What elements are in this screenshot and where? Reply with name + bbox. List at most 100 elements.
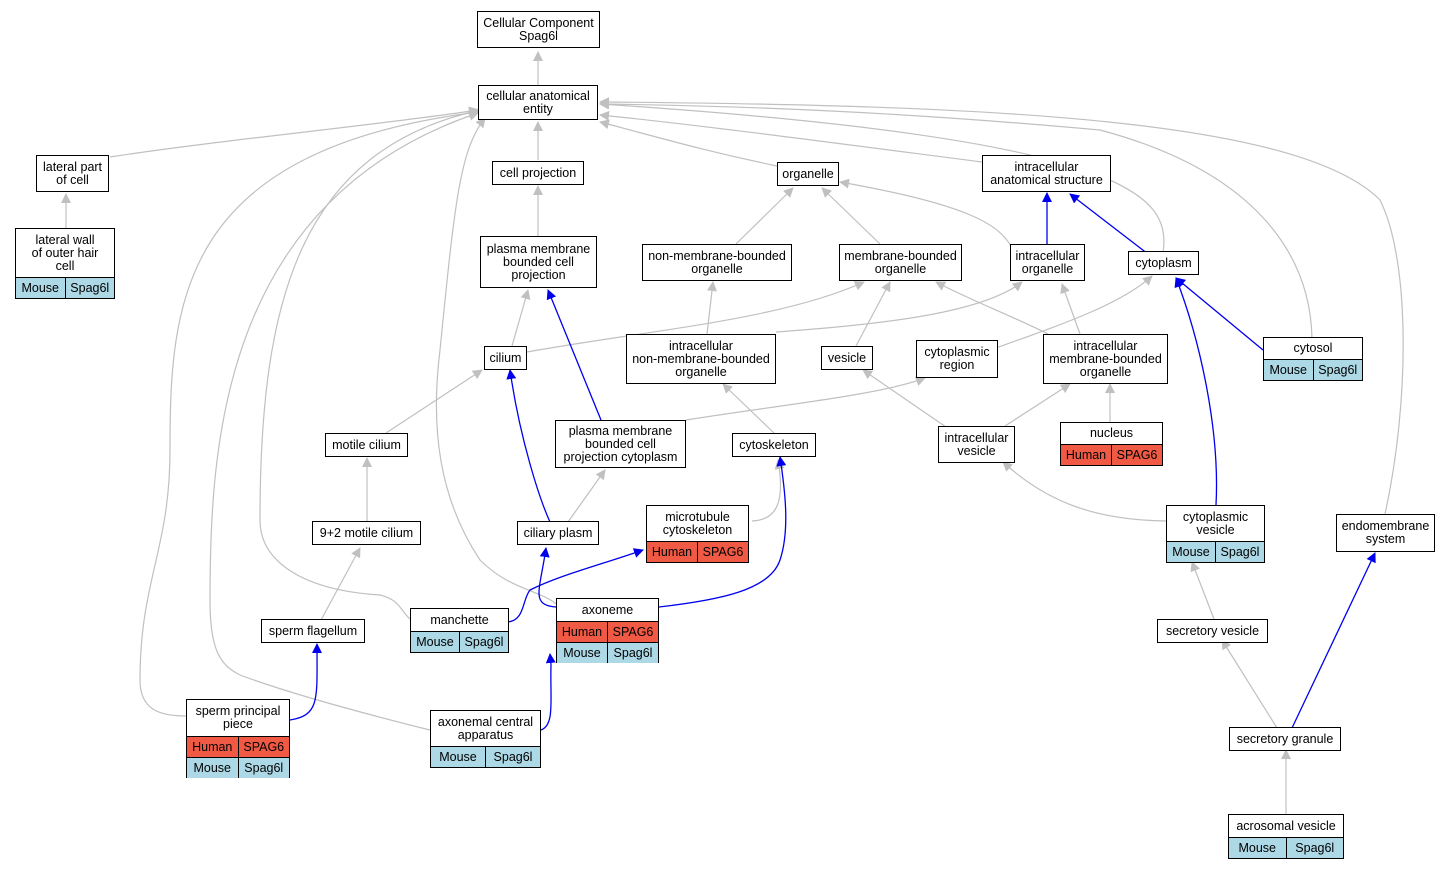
gene-cell: Spag6l [64, 278, 114, 298]
node-cilium[interactable]: cilium [484, 346, 527, 370]
node-organelle[interactable]: organelle [777, 162, 839, 186]
node-label: ciliary plasm [523, 525, 593, 540]
species-cell: Human [647, 542, 697, 562]
node-label: entity [523, 101, 553, 116]
edge-is-a [567, 469, 606, 523]
node-label: projection [511, 267, 566, 282]
node-label: organelle [782, 166, 834, 181]
edge-part-of [506, 369, 551, 523]
gene-cell: SPAG6 [607, 622, 658, 642]
node-label: Cellular Component [483, 15, 594, 30]
node-secretory-granule[interactable]: secretory granule [1229, 727, 1341, 751]
node-label: secretory vesicle [1165, 623, 1260, 638]
node-label: secretory granule [1236, 731, 1334, 746]
node-label: cellular anatomical [486, 88, 590, 103]
gene-cell: Spag6l [1215, 542, 1264, 562]
node-label: non-membrane-bounded [648, 248, 786, 263]
edge-is-a [435, 117, 557, 605]
node-label: system [1365, 532, 1406, 546]
edge-part-of [289, 643, 323, 721]
node-vesicle[interactable]: vesicle [821, 346, 873, 370]
species-cell: Mouse [411, 632, 459, 652]
edge-is-a [1060, 283, 1081, 335]
edge-is-a [385, 369, 483, 434]
edge-is-a [511, 289, 531, 347]
gene-cell: SPAG6 [237, 737, 289, 757]
edge-is-a [139, 108, 479, 717]
node-label: plasma membrane [486, 241, 591, 256]
node-label: axoneme [581, 602, 634, 617]
node-label: manchette [430, 612, 489, 627]
node-label: motile cilium [332, 437, 401, 452]
node-label: of cell [56, 172, 89, 187]
node-secretory-vesicle[interactable]: secretory vesicle [1157, 619, 1268, 643]
node-cell-projection[interactable]: cell projection [492, 161, 584, 185]
node-label: sperm principal [195, 704, 281, 718]
edge-is-a [989, 275, 1153, 351]
node-9-2-motile-cilium[interactable]: 9+2 motile cilium [312, 521, 421, 545]
node-sperm-flagellum[interactable]: sperm flagellum [261, 619, 365, 643]
node-label: Spag6l [519, 28, 558, 43]
node-label: cell [55, 258, 75, 273]
edge-is-a [599, 119, 778, 167]
node-cytoplasm[interactable]: cytoplasm [1128, 251, 1199, 275]
node-ciliary-plasm[interactable]: ciliary plasm [517, 521, 599, 545]
gene-cell: Spag6l [485, 747, 540, 767]
edge-part-of [538, 547, 557, 608]
node-label: intracellular [1073, 338, 1138, 353]
edge-is-a [599, 97, 1404, 515]
node-label: plasma membrane [568, 423, 673, 438]
node-label: cytoplasm [1135, 255, 1192, 270]
edge-part-of [546, 289, 602, 421]
node-motile-cilium[interactable]: motile cilium [325, 433, 408, 457]
edge-is-a [1004, 383, 1071, 427]
edge-part-of [1174, 277, 1218, 506]
node-label: cytoplasmic [1182, 509, 1249, 524]
species-cell: Mouse [1229, 838, 1286, 858]
edge-is-a [935, 281, 1049, 335]
node-cytoskeleton[interactable]: cytoskeleton [732, 433, 816, 457]
node-label: bounded cell [585, 436, 656, 451]
edge-is-a [751, 459, 785, 522]
edge-part-of [1175, 277, 1264, 351]
node-label: cell projection [499, 165, 577, 180]
node-label: acrosomal vesicle [1236, 818, 1336, 833]
edge-is-a [862, 369, 947, 428]
node-label: sperm flagellum [268, 623, 358, 638]
edge-is-a [1190, 561, 1215, 620]
node-label: 9+2 motile cilium [319, 525, 414, 540]
edge-is-a [526, 281, 865, 353]
node-label: apparatus [457, 727, 514, 742]
